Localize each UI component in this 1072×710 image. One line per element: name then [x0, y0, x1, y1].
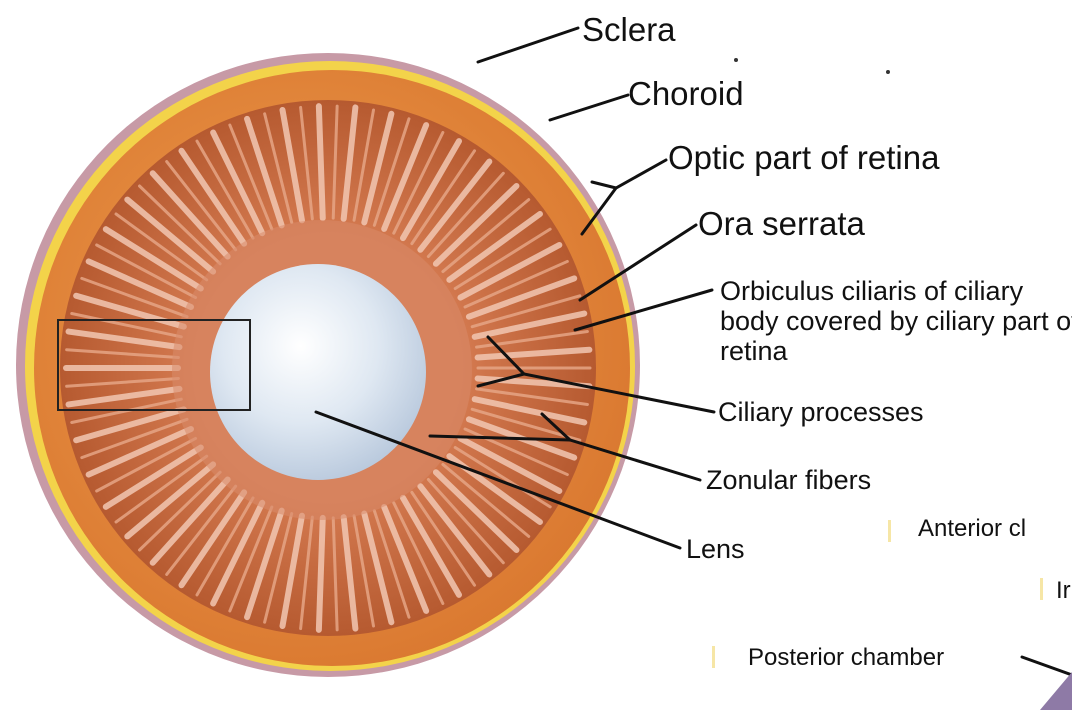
label-choroid: Choroid [628, 76, 744, 112]
label-lens: Lens [686, 535, 745, 565]
tick-mark [1040, 578, 1043, 600]
leader-posterior [1022, 657, 1072, 675]
speck-mark [886, 70, 890, 74]
leader-sclera [478, 28, 578, 62]
ciliary-process [319, 106, 323, 218]
label-sclera: Sclera [582, 12, 676, 48]
label-ciliary-processes: Ciliary processes [718, 398, 924, 428]
leader-optic-retina [592, 160, 666, 188]
lens-shape [210, 264, 426, 480]
iris-corner [1040, 672, 1072, 710]
tick-mark [712, 646, 715, 668]
ciliary-process [319, 518, 323, 630]
leader-choroid [550, 95, 628, 120]
label-zonular-fibers: Zonular fibers [706, 466, 871, 496]
speck-mark [734, 58, 738, 62]
label-optic-part-of-retina: Optic part of retina [668, 140, 939, 176]
label-anterior-chamber: Anterior cl [918, 516, 1026, 542]
label-ora-serrata: Ora serrata [698, 206, 865, 242]
tick-mark [888, 520, 891, 542]
label-iris: Ir [1056, 578, 1071, 604]
label-orbiculus-ciliaris: Orbiculus ciliaris of ciliary body cover… [720, 276, 1072, 367]
label-posterior-chamber: Posterior chamber [748, 645, 944, 671]
